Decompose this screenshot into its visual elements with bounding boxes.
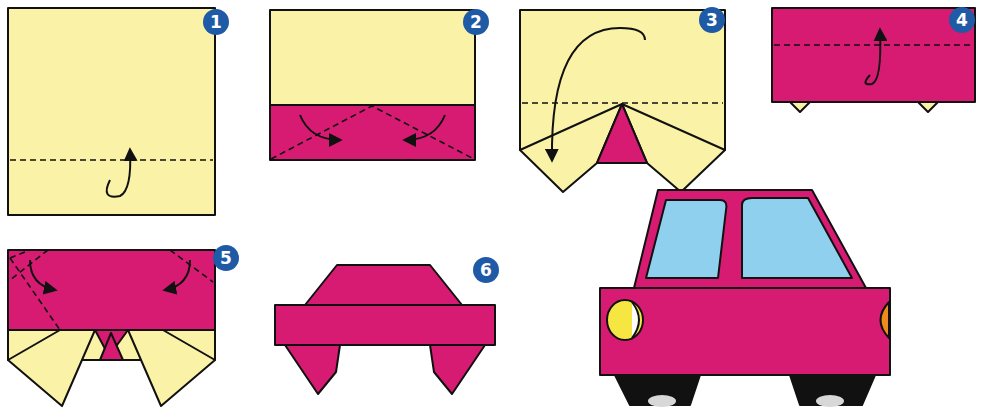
paper-square	[8, 8, 215, 215]
callout-number: 2	[463, 9, 489, 35]
folded-band	[270, 105, 475, 160]
callout-number: 6	[473, 257, 499, 283]
callout-number: 5	[213, 245, 239, 271]
callout-number: 1	[203, 9, 229, 35]
callout-number: 4	[949, 7, 975, 33]
callout-number: 3	[699, 7, 725, 33]
callout-disc	[203, 7, 975, 283]
